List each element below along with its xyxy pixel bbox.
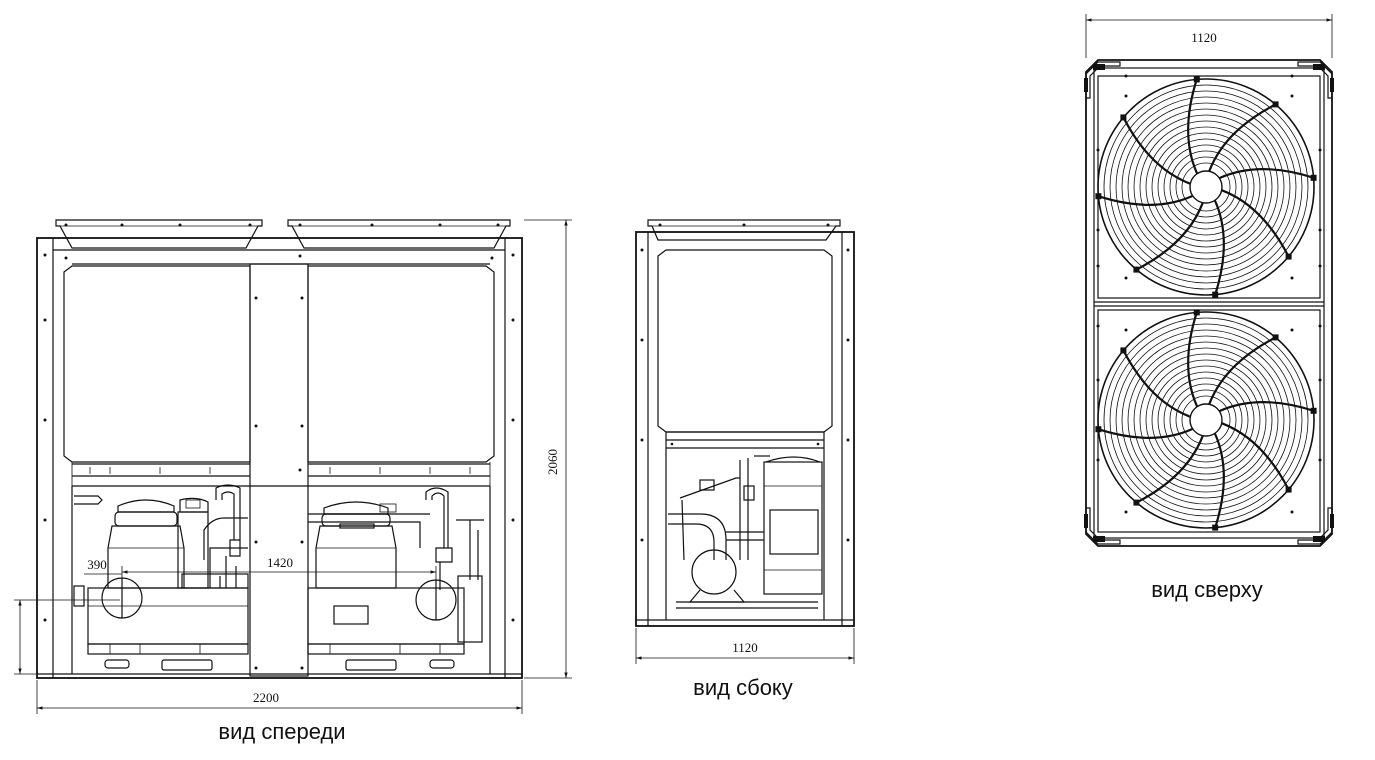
side-view: 1120 вид сбоку	[635, 219, 855, 700]
top-view: 1120 вид сверху	[1084, 14, 1334, 602]
front-frame	[36, 237, 523, 679]
front-dim-width-label: 2200	[253, 690, 279, 705]
front-piping-left	[203, 484, 248, 588]
front-dim-offset-label: 390	[87, 557, 107, 572]
front-dim-center	[121, 566, 437, 580]
side-dim-width	[635, 628, 855, 664]
front-view-caption: вид спереди	[218, 719, 345, 744]
front-fan-housing-right	[287, 219, 511, 249]
front-fan-housing-left	[55, 219, 263, 249]
front-dim-offset	[14, 573, 122, 675]
side-compressor	[763, 456, 823, 595]
front-dim-width	[36, 680, 523, 714]
side-coil-panel	[657, 249, 833, 433]
top-view-caption: вид сверху	[1151, 577, 1263, 602]
side-piping	[668, 455, 770, 561]
front-dim-center-label: 1420	[267, 555, 293, 570]
front-coil-panel-right	[307, 265, 495, 463]
front-piping-right	[308, 487, 484, 590]
top-dim-width	[1085, 14, 1333, 58]
side-frame	[635, 231, 855, 627]
side-fan-housing	[647, 219, 841, 241]
side-dim-width-label: 1120	[732, 640, 758, 655]
front-dim-height	[524, 219, 572, 679]
front-dim-height-label: 2060	[545, 449, 560, 475]
front-center-post	[249, 263, 309, 677]
top-fan-lower	[1095, 309, 1317, 531]
front-view: 2200 2060 1420 390 вид спереди	[14, 219, 572, 744]
top-dim-width-label: 1120	[1191, 30, 1217, 45]
top-fan-upper	[1095, 76, 1317, 298]
side-view-caption: вид сбоку	[693, 675, 793, 700]
front-coil-panel-left	[63, 265, 251, 463]
front-compressor-right	[315, 501, 397, 589]
